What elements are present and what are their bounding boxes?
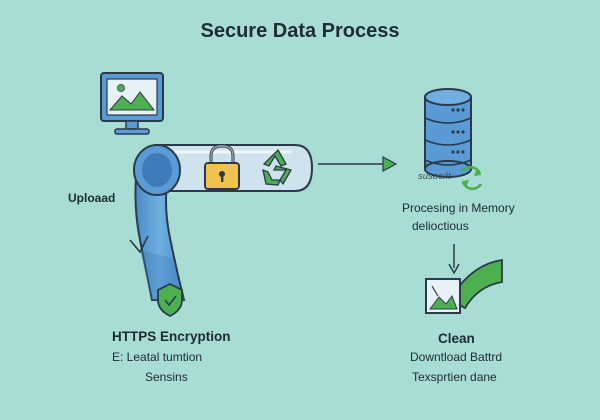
padlock-icon [204,144,240,190]
clean-label: Clean [438,331,475,346]
upload-label: Uploaad [68,191,116,205]
processing-label: Procesing in Memory [402,201,515,215]
arrow-right-icon [318,155,398,173]
monitor-image-icon [100,72,164,135]
image-download-icon [425,278,461,314]
clean-detail-1: Downtload Battrd [410,350,503,364]
clean-detail-2: Texsprtien dane [412,370,497,384]
data-stream-ribbon [448,258,503,310]
server-tag: susoo/it [418,171,451,182]
encryption-detail-2: Sensins [145,370,188,384]
encryption-detail-1: E: Leatal tumtion [112,350,203,364]
database-server-icon [424,88,472,178]
processing-detail: delioctious [412,219,469,233]
diagram-title: Secure Data Process [200,20,400,42]
upload-pipe [129,158,186,301]
recycle-icon [262,148,292,186]
refresh-icon [460,165,483,191]
https-encryption-label: HTTPS Encryption [112,329,231,344]
shield-check-icon [157,282,183,318]
arrow-down-icon [448,244,460,275]
